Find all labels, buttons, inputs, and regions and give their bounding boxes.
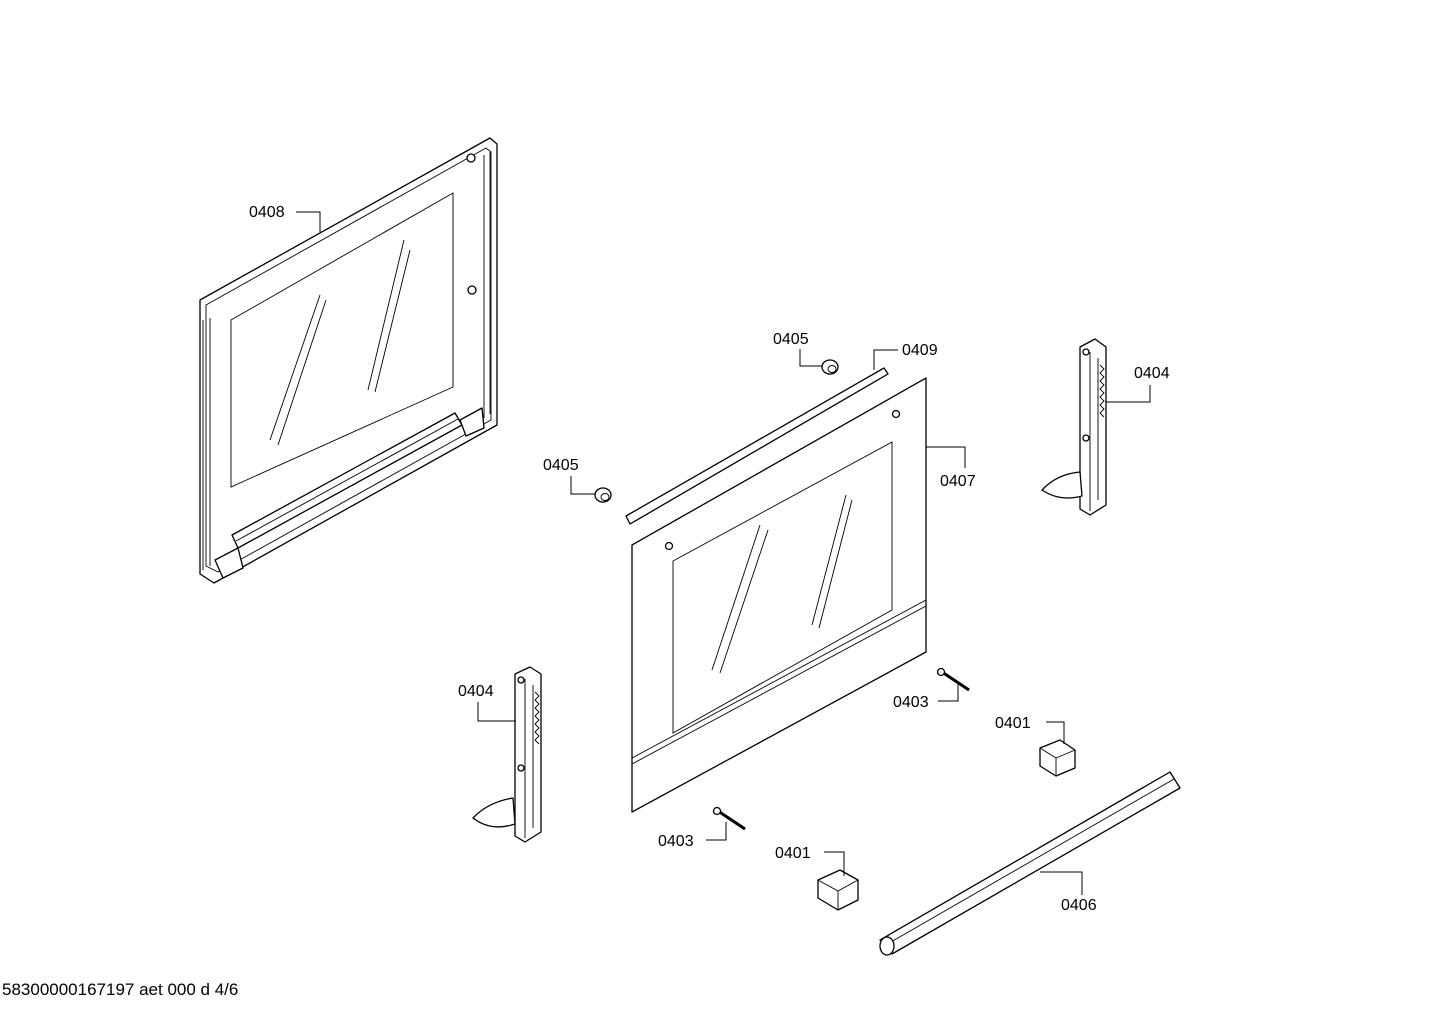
clip-0401-left [817, 869, 859, 911]
cap-0405-left [594, 487, 612, 503]
document-id-footer: 58300000167197 aet 000 d 4/6 [2, 980, 239, 999]
label-0409: 0409 [902, 342, 938, 359]
label-0401-right: 0401 [995, 715, 1031, 732]
label-0403-right: 0403 [893, 694, 929, 711]
handle-0406 [879, 771, 1181, 956]
label-0403-left: 0403 [658, 833, 694, 850]
label-0404-left: 0404 [458, 683, 494, 700]
clip-0401-right [1039, 739, 1076, 777]
label-0405-left: 0405 [543, 457, 579, 474]
screw-0403-right [936, 667, 970, 692]
label-0408: 0408 [249, 204, 285, 221]
label-0401-left: 0401 [775, 845, 811, 862]
inner-door-frame-0408 [199, 137, 498, 584]
outer-door-glass-0407 [631, 377, 927, 813]
label-0405-top: 0405 [773, 331, 809, 348]
cap-0405-top [821, 359, 839, 375]
hinge-0404-right [1041, 338, 1107, 516]
label-0404-right: 0404 [1134, 365, 1170, 382]
strip-0409 [625, 367, 889, 525]
hinge-0404-left [472, 666, 542, 843]
screw-0403-left [712, 806, 746, 831]
label-0406: 0406 [1061, 897, 1097, 914]
leader-lines [296, 211, 1151, 895]
label-0407: 0407 [940, 473, 976, 490]
part-labels: 0408 0405 0409 0404 0405 0407 0404 0403 … [249, 204, 1170, 914]
